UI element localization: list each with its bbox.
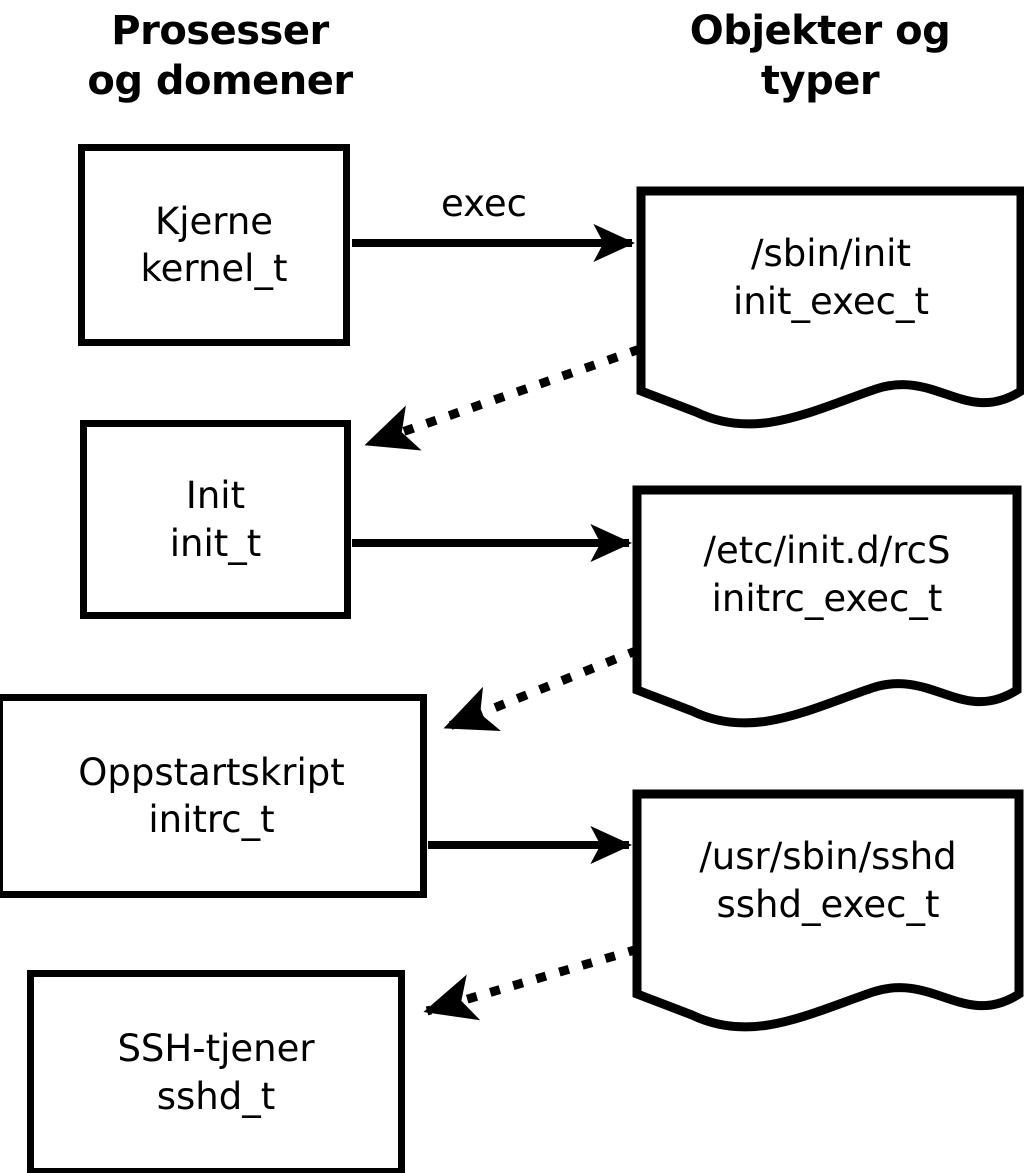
document-shape-icon — [636, 186, 1024, 429]
edge-initrc-exec-to-initrc — [443, 645, 640, 732]
process-type-init: init_t — [169, 521, 262, 565]
object-box-sshd-exec[interactable]: /usr/sbin/sshd sshd_exec_t — [632, 789, 1024, 1039]
document-shape-icon — [632, 789, 1024, 1032]
process-box-sshd[interactable]: SSH-tjener sshd_t — [27, 970, 405, 1173]
process-type-initrc: initrc_t — [148, 798, 275, 841]
edge-label-exec: exec — [441, 182, 527, 225]
process-box-kernel[interactable]: Kjerne kernel_t — [78, 144, 350, 346]
edge-init-exec-to-init — [364, 344, 642, 451]
process-type-sshd: sshd_t — [156, 1074, 276, 1118]
process-type-kernel: kernel_t — [140, 247, 288, 290]
document-shape-icon — [632, 485, 1022, 728]
object-type-init-exec: init_exec_t — [732, 280, 929, 323]
object-box-initrc-exec[interactable]: /etc/init.d/rcS initrc_exec_t — [632, 485, 1022, 735]
edge-sshd-exec-to-sshd — [423, 944, 640, 1021]
process-name-initrc: Oppstartskript — [78, 750, 345, 794]
object-box-init-exec[interactable]: /sbin/init init_exec_t — [636, 186, 1024, 436]
process-box-init[interactable]: Init init_t — [80, 420, 351, 619]
process-name-kernel: Kjerne — [154, 199, 274, 243]
process-name-init: Init — [185, 474, 246, 518]
process-name-sshd: SSH-tjener — [117, 1027, 315, 1071]
process-box-initrc[interactable]: Oppstartskript initrc_t — [0, 694, 427, 898]
column-header-objects: Objekter og typer — [689, 8, 951, 104]
object-type-initrc-exec: initrc_exec_t — [711, 577, 943, 620]
object-type-sshd-exec: sshd_exec_t — [716, 883, 940, 926]
column-header-processes: Prosesser og domener — [87, 8, 353, 104]
object-path-init-exec: /sbin/init — [751, 232, 911, 275]
object-path-sshd-exec: /usr/sbin/sshd — [699, 835, 957, 878]
object-path-initrc-exec: /etc/init.d/rcS — [703, 529, 951, 572]
